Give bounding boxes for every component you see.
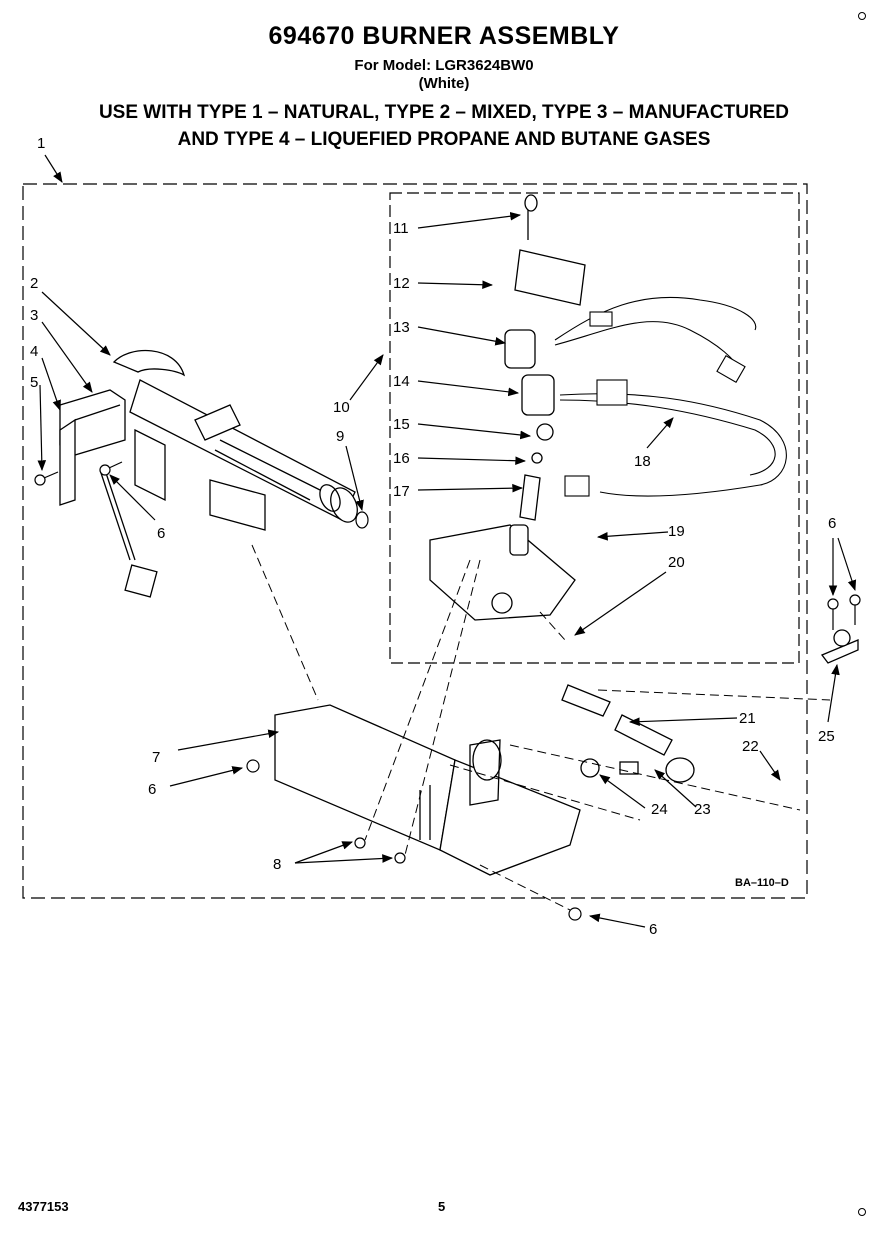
callout-7: 7: [152, 749, 160, 766]
fitting-23-24: [580, 757, 695, 783]
callout-1: 1: [37, 135, 45, 152]
callout-6-bracket: 6: [148, 781, 156, 798]
gas-type-line-1: USE WITH TYPE 1 – NATURAL, TYPE 2 – MIXE…: [98, 102, 790, 123]
shield-plate: [209, 479, 266, 531]
burner-tube: [112, 349, 358, 523]
valve-subassembly-boundary: [389, 192, 800, 664]
diagram-code: BA–110–D: [735, 877, 789, 889]
gas-type-line-2: AND TYPE 4 – LIQUEFIED PROPANE AND BUTAN…: [177, 129, 711, 150]
page-title: 694670 BURNER ASSEMBLY: [268, 22, 620, 50]
callout-6-left: 6: [157, 525, 165, 542]
valve-stack: [429, 194, 586, 621]
screw-6-bottom: [568, 907, 582, 921]
callout-9: 9: [336, 428, 344, 445]
callout-17: 17: [393, 483, 410, 500]
callout-3: 3: [30, 307, 38, 324]
callout-14: 14: [393, 373, 410, 390]
callout-23: 23: [694, 801, 711, 818]
page-number: 5: [438, 1199, 446, 1214]
corner-mark-top-right: [858, 12, 866, 20]
callout-12: 12: [393, 275, 410, 292]
mounting-bracket: [274, 704, 581, 876]
assembly-boundary: [22, 183, 808, 899]
callout-22: 22: [742, 738, 759, 755]
igniter-bracket: [59, 418, 166, 506]
callout-5: 5: [30, 374, 38, 391]
callout-21: 21: [739, 710, 756, 727]
callout-6-right: 6: [828, 515, 836, 532]
callout-24: 24: [651, 801, 668, 818]
callout-4: 4: [30, 343, 38, 360]
callout-13: 13: [393, 319, 410, 336]
screw-5: [34, 471, 59, 486]
callout-19: 19: [668, 523, 685, 540]
igniter: [59, 389, 158, 598]
pipe-21: [561, 684, 673, 756]
callout-leaders: [37, 154, 857, 928]
wire-harness: [554, 296, 787, 497]
color-line: (White): [418, 75, 470, 92]
callout-8: 8: [273, 856, 281, 873]
model-line: For Model: LGR3624BW0: [354, 57, 534, 74]
document-number: 4377153: [18, 1199, 69, 1214]
screw-6-right: [827, 594, 861, 630]
callout-2: 2: [30, 275, 38, 292]
callout-16: 16: [393, 450, 410, 467]
orifice-9: [355, 511, 369, 529]
callout-6-bottom: 6: [649, 921, 657, 938]
callout-18: 18: [634, 453, 651, 470]
callout-15: 15: [393, 416, 410, 433]
screws-8: [354, 837, 406, 864]
callout-25: 25: [818, 728, 835, 745]
callout-11: 11: [393, 220, 409, 237]
screw-6-left: [99, 461, 123, 476]
callout-20: 20: [668, 554, 685, 571]
clamp-25: [820, 629, 859, 664]
screw-6-bracket: [246, 759, 260, 773]
corner-mark-bottom-right: [858, 1208, 866, 1216]
callout-10: 10: [333, 399, 350, 416]
